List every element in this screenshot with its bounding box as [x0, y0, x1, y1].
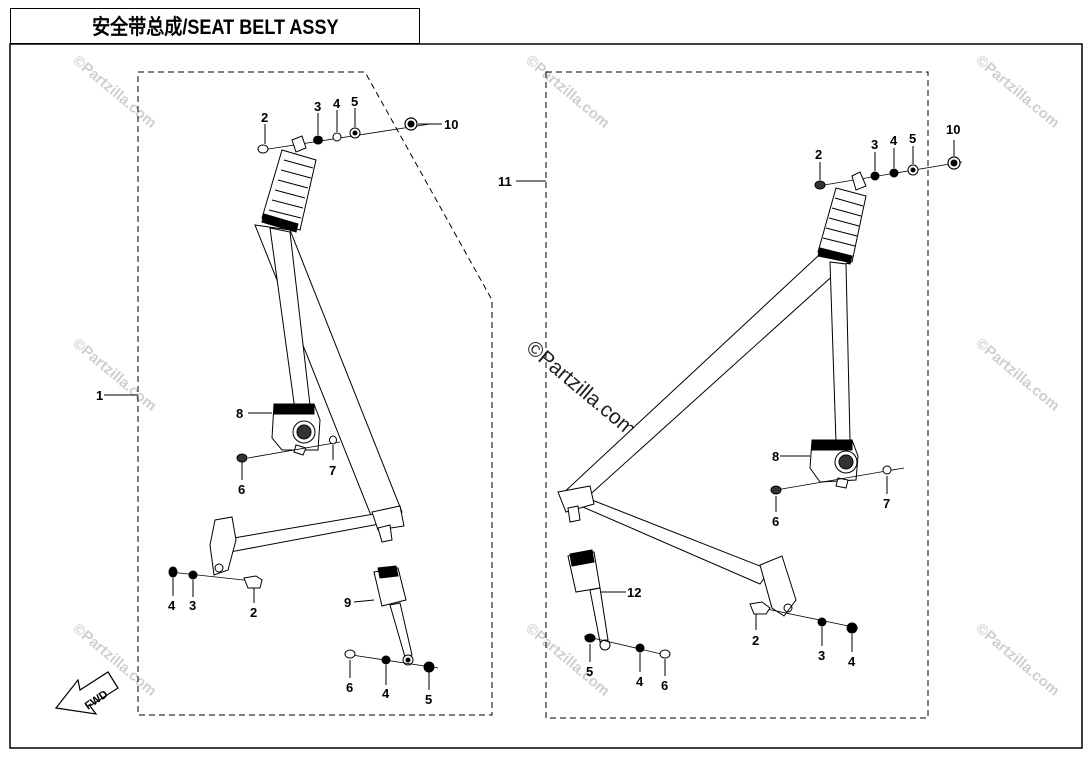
svg-text:©Partzilla.com: ©Partzilla.com — [522, 52, 612, 132]
callout-label: 2 — [815, 147, 822, 162]
callout-label: 2 — [250, 605, 257, 620]
right-bellows — [817, 187, 867, 265]
callout-label: 6 — [238, 482, 245, 497]
callout-label: 4 — [890, 133, 898, 148]
callout-label: 3 — [818, 648, 825, 663]
callout-label: 4 — [333, 96, 341, 111]
callout-label: 9 — [344, 595, 351, 610]
callout-label: 3 — [871, 137, 878, 152]
svg-text:©Partzilla.com: ©Partzilla.com — [972, 335, 1062, 415]
right-buckle — [567, 549, 611, 651]
svg-text:©Partzilla.com: ©Partzilla.com — [972, 620, 1062, 700]
callout-label: 6 — [772, 514, 779, 529]
callout-label: 2 — [752, 633, 759, 648]
callout-label: 5 — [425, 692, 432, 707]
callout-label: 12 — [627, 585, 641, 600]
callout-label: 4 — [168, 598, 176, 613]
outer-frame — [9, 43, 1083, 749]
callout-label: 6 — [346, 680, 353, 695]
callout-label: 4 — [848, 654, 856, 669]
callout-label: 5 — [586, 664, 593, 679]
callout-label: 5 — [351, 94, 358, 109]
svg-text:©Partzilla.com: ©Partzilla.com — [69, 335, 159, 415]
callout-label: 3 — [189, 598, 196, 613]
center-watermark: ©Partzilla.com — [522, 336, 641, 441]
callout-label: 5 — [909, 131, 916, 146]
callout-label: 10 — [444, 117, 458, 132]
left-buckle — [373, 565, 414, 666]
callout-label: 4 — [636, 674, 644, 689]
callout-label: 7 — [883, 496, 890, 511]
callout-label: 3 — [314, 99, 321, 114]
callout-label: 8 — [772, 449, 779, 464]
callout-label: 6 — [661, 678, 668, 693]
page-title: 安全带总成/SEAT BELT ASSY — [91, 16, 339, 39]
callout-label: 10 — [946, 122, 960, 137]
svg-text:©Partzilla.com: ©Partzilla.com — [972, 52, 1062, 132]
left-assembly — [54, 71, 493, 716]
callout-label: 1 — [96, 388, 103, 403]
callout-label: 7 — [329, 463, 336, 478]
callout-label: 8 — [236, 406, 243, 421]
watermarks: ©Partzilla.com ©Partzilla.com ©Partzilla… — [69, 52, 1062, 700]
left-dashed-boundary — [137, 71, 493, 716]
left-retractor — [271, 403, 321, 456]
callout-label: 2 — [261, 110, 268, 125]
right-dashed-boundary — [545, 71, 929, 719]
right-retractor — [809, 439, 859, 489]
svg-text:©Partzilla.com: ©Partzilla.com — [69, 52, 159, 132]
left-bellows — [261, 149, 317, 233]
right-callout-labels: 11 2 3 4 5 10 8 6 7 12 2 3 4 5 4 6 — [498, 122, 960, 693]
callout-label: 4 — [382, 686, 390, 701]
callout-label: 11 — [498, 174, 512, 189]
right-assembly — [516, 71, 963, 719]
fwd-arrow — [54, 671, 119, 715]
